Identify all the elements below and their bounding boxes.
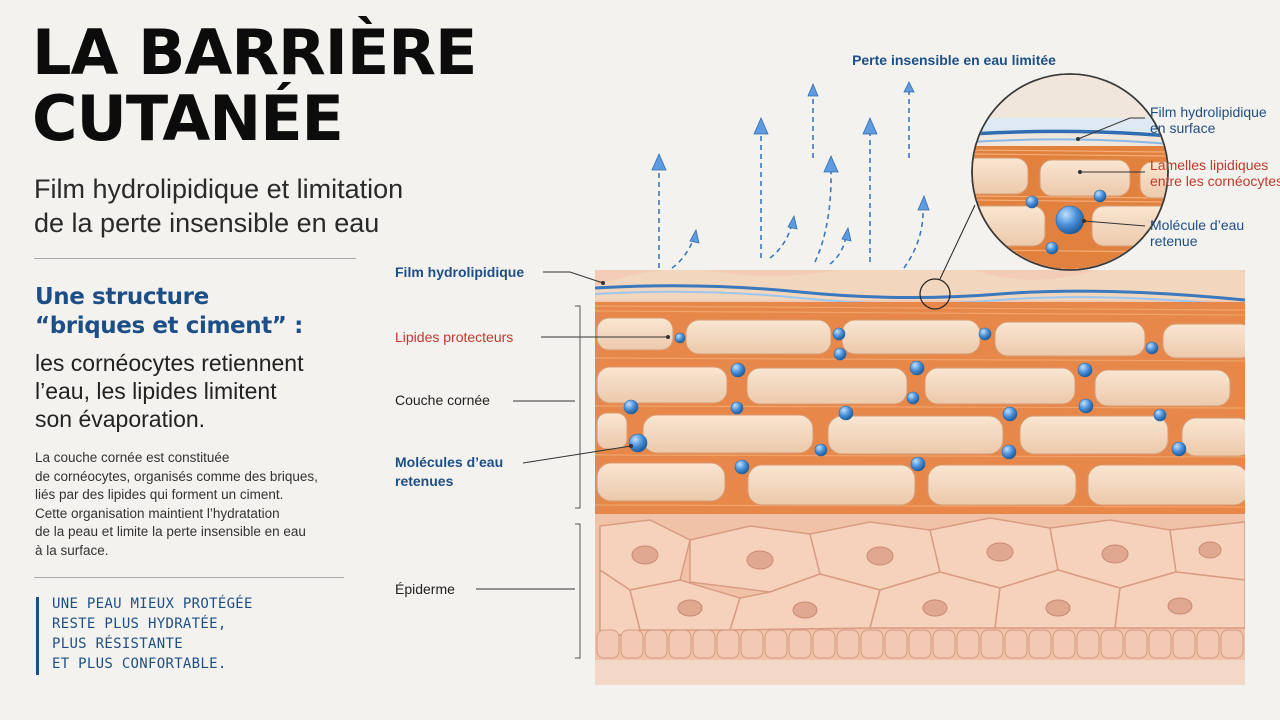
lead-body-line: l’eau, les lipides limitent — [35, 378, 277, 404]
zoom-inset — [971, 73, 1169, 271]
section-divider — [34, 577, 344, 578]
skin-cross-section — [595, 270, 1245, 685]
body-line: à la surface. — [35, 542, 109, 558]
page-subtitle: Film hydrolipidique et limitation de la … — [34, 172, 403, 240]
subtitle-line: Film hydrolipidique et limitation — [34, 174, 404, 204]
zoom-connector — [939, 204, 976, 280]
lead-body-line: les cornéocytes retiennent — [35, 350, 304, 376]
lead-body: les cornéocytes retiennent l’eau, les li… — [35, 349, 355, 433]
label-film-hydrolipidique: Film hydrolipidique — [395, 264, 524, 280]
body-line: de cornéocytes, organisés comme des briq… — [35, 468, 318, 484]
body-line: de la peau et limite la perte insensible… — [35, 524, 306, 539]
body-line: La couche cornée est constituée — [35, 450, 230, 465]
zoom-label-film: Film hydrolipidique en surface — [1150, 104, 1271, 136]
lead-heading: Une structure “briques et ciment” : — [35, 283, 355, 341]
title-line: LA BARRIÈRE — [32, 16, 477, 89]
callout-line: ET PLUS CONFORTABLE. — [52, 656, 227, 672]
body-line: liés par des lipides qui forment un cime… — [35, 487, 284, 502]
section-divider — [34, 258, 356, 259]
callout-line: PLUS RÉSISTANTE — [52, 636, 183, 652]
callout-accent-bar — [36, 597, 39, 675]
lead-heading-line: “briques et ciment” : — [35, 313, 303, 339]
focus-circle — [919, 278, 951, 310]
title-line: CUTANÉE — [32, 82, 344, 155]
zoom-label-molecule: Molécule d’eau retenue — [1150, 217, 1248, 249]
callout-line: RESTE PLUS HYDRATÉE, — [52, 616, 227, 632]
callout-text: UNE PEAU MIEUX PROTÉGÉE RESTE PLUS HYDRA… — [52, 594, 332, 674]
label-molecules-eau: Molécules d’eau retenues — [395, 454, 507, 489]
zoom-label-lamelles: Lamelles lipidiques entre les cornéocyte… — [1150, 157, 1280, 189]
page-title: LA BARRIÈRE CUTANÉE — [32, 20, 477, 155]
label-lipides-protecteurs: Lipides protecteurs — [395, 329, 513, 345]
lead-heading-line: Une structure — [35, 284, 209, 310]
diagram-top-label: Perte insensible en eau limitée — [852, 52, 1056, 68]
arrow-heads — [651, 81, 930, 244]
subtitle-line: de la perte insensible en eau — [34, 208, 380, 238]
body-paragraph: La couche cornée est constituée de corné… — [35, 449, 365, 560]
callout-line: UNE PEAU MIEUX PROTÉGÉE — [52, 596, 253, 612]
body-line: Cette organisation maintient l’hydratati… — [35, 505, 280, 521]
label-couche-cornee: Couche cornée — [395, 392, 490, 408]
lead-body-line: son évaporation. — [35, 406, 206, 432]
label-epiderme: Épiderme — [395, 581, 455, 597]
